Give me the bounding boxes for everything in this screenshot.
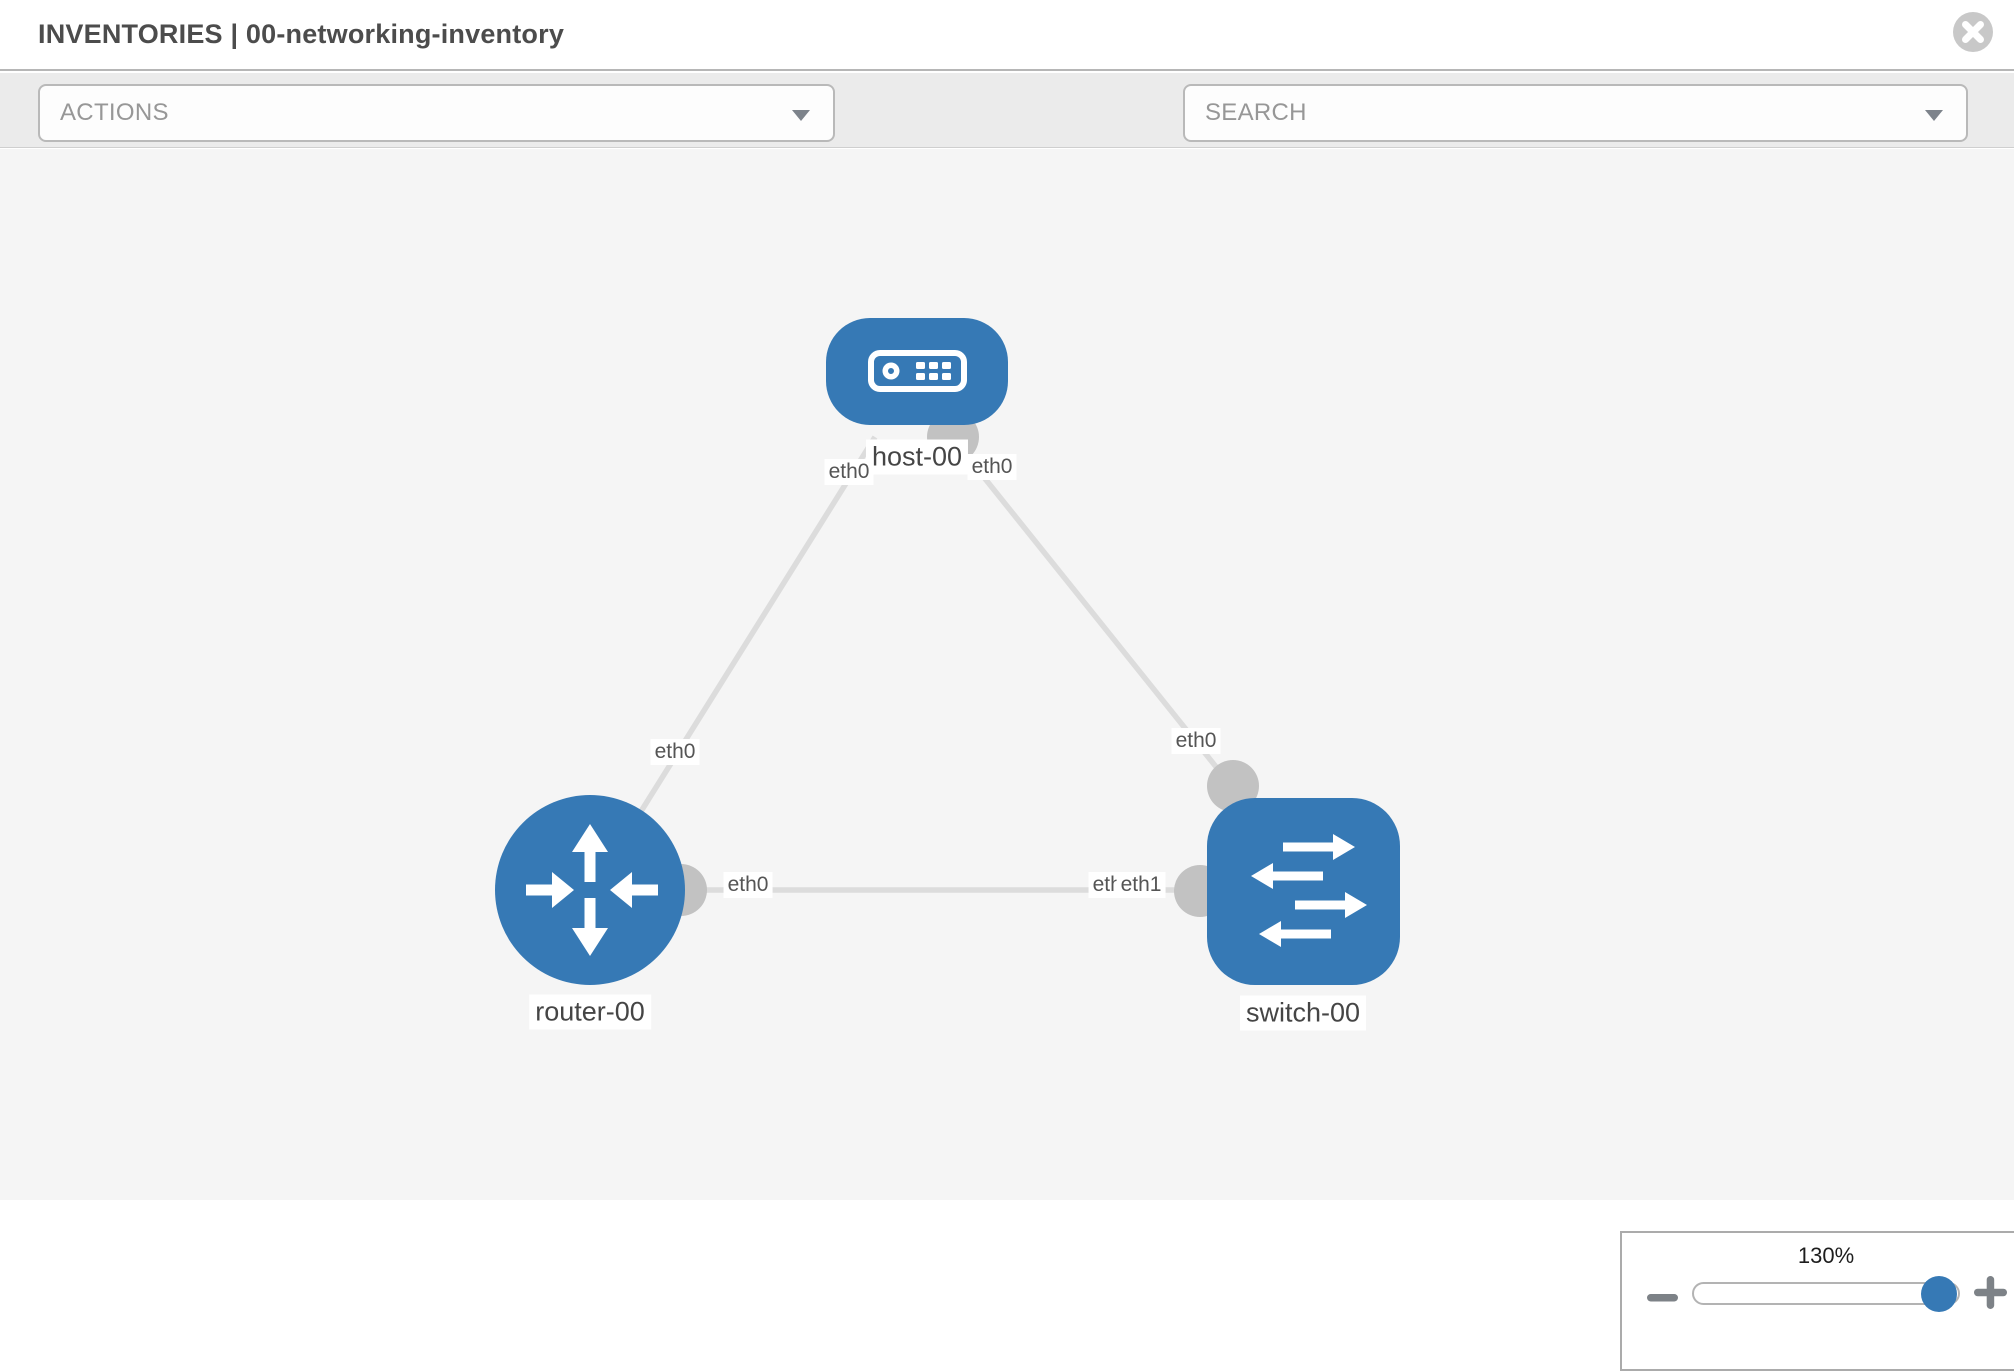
zoom-out-button[interactable]: [1647, 1282, 1679, 1314]
close-icon: [1953, 12, 1993, 52]
zoom-level-label: 130%: [1797, 1243, 1855, 1268]
node-host-00[interactable]: [826, 318, 1008, 425]
interface-label-router-host: eth0: [650, 739, 700, 765]
interface-label-host-switch: eth0: [1171, 728, 1221, 754]
interface-label-router-right: eth0: [723, 872, 773, 898]
zoom-slider-track[interactable]: [1692, 1276, 1960, 1312]
header: INVENTORIES | 00-networking-inventory: [0, 0, 2014, 71]
actions-placeholder: ACTIONS: [60, 99, 169, 126]
chevron-down-icon: [1925, 110, 1943, 121]
toolbar: ACTIONS SEARCH: [0, 73, 2014, 208]
topology-canvas[interactable]: host-00 router-00 switch-00 eth0 eth0 et…: [0, 149, 2014, 1371]
plus-icon: [1974, 1276, 2007, 1309]
node-label-host: host-00: [865, 439, 969, 475]
zoom-in-button[interactable]: [1974, 1276, 2008, 1310]
page-title: INVENTORIES | 00-networking-inventory: [38, 19, 565, 49]
router-icon: [526, 824, 658, 956]
node-label-switch: switch-00: [1239, 995, 1367, 1031]
interface-label-host-left: eth0: [824, 459, 874, 485]
node-router-00[interactable]: [495, 795, 685, 985]
search-placeholder: SEARCH: [1205, 99, 1307, 126]
search-dropdown[interactable]: SEARCH: [1183, 84, 1968, 142]
interface-label-host-right: eth0: [967, 454, 1017, 480]
host-node-shape[interactable]: [826, 318, 1008, 425]
close-button[interactable]: [1952, 11, 1994, 53]
minus-icon: [1647, 1294, 1678, 1302]
actions-dropdown[interactable]: ACTIONS: [38, 84, 835, 142]
switch-node-shape[interactable]: [1207, 798, 1400, 985]
zoom-panel: 130%: [1620, 1231, 2014, 1371]
switch-icon: [1251, 834, 1367, 947]
interface-label-switch-eth1: eth1: [1116, 872, 1166, 898]
node-label-router: router-00: [529, 994, 651, 1030]
zoom-slider-handle[interactable]: [1921, 1276, 1957, 1312]
chevron-down-icon: [792, 110, 810, 121]
topology-svg: [495, 318, 1400, 985]
host-icon: [868, 350, 967, 392]
router-node-shape[interactable]: [495, 795, 685, 985]
node-switch-00[interactable]: [1207, 798, 1400, 985]
